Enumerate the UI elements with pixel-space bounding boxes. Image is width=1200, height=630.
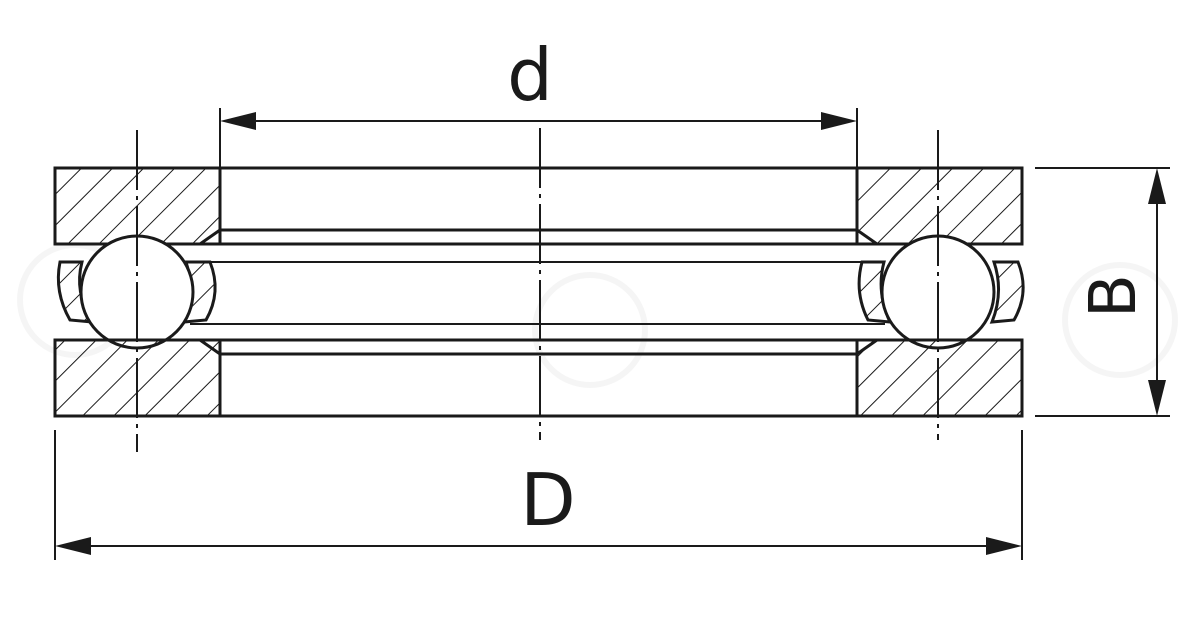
dimension-d: d xyxy=(219,33,858,168)
dimension-B: B xyxy=(1035,167,1170,417)
lower-washer-right-section xyxy=(855,338,1024,418)
center-lines xyxy=(136,128,939,452)
lower-washer xyxy=(53,338,1024,418)
dimension-D-label: D xyxy=(520,458,575,542)
upper-washer-right-section xyxy=(855,166,1024,246)
dimension-d-label: d xyxy=(507,33,553,117)
upper-washer xyxy=(53,166,1024,246)
dimension-D: D xyxy=(54,430,1023,560)
dimension-B-label: B xyxy=(1077,274,1151,318)
